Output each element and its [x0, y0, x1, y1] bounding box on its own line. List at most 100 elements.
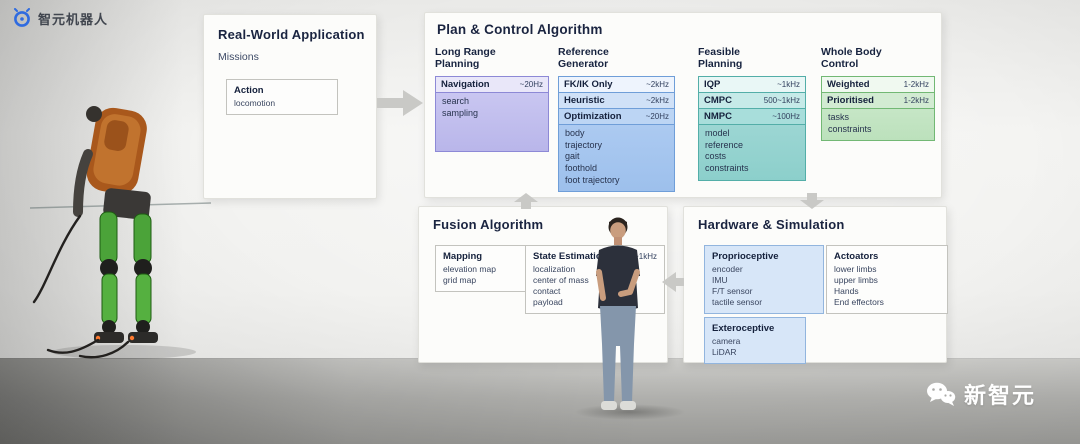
robot-figure [28, 96, 213, 367]
block-navigation: Navigation ~20Hz search sampling [435, 76, 549, 152]
missions-label: Missions [218, 51, 259, 63]
block-cmpc: CMPC 500~1kHz [698, 92, 806, 109]
block-weighted: Weighted 1-2kHz [821, 76, 935, 93]
state-estimation-rate: ~1kHz [634, 252, 657, 261]
block-item: tasks [828, 112, 850, 122]
state-estimation-box: State Estimation ~1kHz localization cent… [525, 245, 665, 315]
block-fkik: FK/IK Only ~2kHz [558, 76, 675, 93]
block-optimization-header: Optimization ~20Hz [558, 108, 675, 125]
block-rate: ~1kHz [777, 80, 800, 89]
block-rate: 1-2kHz [903, 80, 929, 89]
proprioceptive-item: F/T sensor [712, 286, 753, 297]
block-item: constraints [705, 163, 749, 174]
block-rate: ~100Hz [772, 112, 800, 121]
panel-title: Hardware & Simulation [698, 217, 845, 232]
stage-floor [0, 358, 1080, 444]
block-rate: 1-2kHz [903, 96, 929, 105]
proprioceptive-title: Proprioceptive [712, 251, 779, 262]
watermark-text: 新智元 [964, 383, 1037, 408]
block-body: body trajectory gait foothold foot traje… [558, 124, 675, 193]
block-item: gait [565, 151, 580, 162]
actuators-item: upper limbs [834, 275, 878, 286]
mapping-box: Mapping elevation map grid map [435, 245, 537, 293]
exteroceptive-title: Exteroceptive [712, 323, 775, 334]
block-name: Prioritised [827, 95, 874, 106]
exteroceptive-item: LiDAR [712, 347, 737, 358]
block-whole-body-control: Weighted 1-2kHz Prioritised 1-2kHz tasks… [821, 76, 935, 142]
action-item: locomotion [234, 98, 276, 108]
block-iqp: IQP ~1kHz [698, 76, 806, 93]
actuators-title: Actoators [834, 251, 879, 262]
block-body: tasks constraints [821, 108, 935, 142]
state-estimation-item: contact [533, 286, 561, 297]
arrow-right-icon [377, 90, 423, 121]
block-item: sampling [442, 107, 479, 118]
arrow-down-icon [800, 193, 824, 214]
action-box: Action locomotion [226, 79, 338, 116]
block-item: body [565, 128, 585, 138]
state-estimation-item: payload [533, 297, 563, 308]
block-item: constraints [828, 123, 872, 134]
panel-title: Plan & Control Algorithm [437, 22, 603, 37]
exteroceptive-item: camera [712, 336, 741, 346]
block-nmpc-header: NMPC ~100Hz [698, 108, 806, 125]
block-item: reference [705, 139, 744, 150]
block-name: CMPC [704, 95, 732, 106]
block-item: foot trajectory [565, 174, 620, 185]
block-header: Navigation ~20Hz [435, 76, 549, 93]
proprioceptive-item: tactile sensor [712, 297, 763, 308]
block-item: model [705, 128, 730, 138]
block-name: FK/IK Only [564, 79, 613, 90]
actuators-item: End effectors [834, 297, 884, 308]
column-label-feasible-planning: Feasible Planning [698, 46, 743, 71]
presenter [572, 214, 668, 423]
block-item: costs [705, 151, 727, 162]
state-estimation-item: center of mass [533, 275, 589, 286]
panel-title: Real-World Application [218, 27, 365, 42]
agibot-logo-text: 智元机器人 [38, 11, 109, 27]
block-item: search [442, 96, 470, 106]
block-rate: ~2kHz [646, 80, 669, 89]
watermark: 新智元 [926, 378, 1036, 410]
column-label-long-range-planning: Long Range Planning [435, 46, 496, 71]
action-title: Action [234, 85, 264, 96]
block-prioritised-header: Prioritised 1-2kHz [821, 92, 935, 109]
agibot-logo: 智元机器人 [12, 8, 108, 28]
panel-title: Fusion Algorithm [433, 217, 544, 232]
state-estimation-header: State Estimation ~1kHz [533, 251, 657, 262]
actuators-item: lower limbs [834, 264, 877, 274]
presenter-graphic [596, 217, 640, 410]
block-feasible-planning: IQP ~1kHz CMPC 500~1kHz NMPC ~100Hz mode… [698, 76, 806, 181]
block-body: search sampling [435, 92, 549, 152]
block-name: Optimization [564, 111, 622, 122]
actuators-item: Hands [834, 286, 859, 297]
block-rate: 500~1kHz [763, 96, 800, 105]
panel-hardware-simulation: Hardware & Simulation Proprioceptive enc… [683, 206, 948, 365]
exteroceptive-box: Exteroceptive camera LiDAR [704, 317, 806, 365]
state-estimation-item: localization [533, 264, 576, 274]
mapping-item: elevation map [443, 264, 496, 274]
block-name: Navigation [441, 79, 490, 90]
panel-real-world-application: Real-World Application Missions Action l… [203, 14, 377, 199]
block-heuristic: Heuristic ~2kHz [558, 92, 675, 109]
proprioceptive-item: encoder [712, 264, 743, 274]
proprioceptive-item: IMU [712, 275, 728, 286]
block-reference-generator: FK/IK Only ~2kHz Heuristic ~2kHz Optimiz… [558, 76, 675, 193]
agibot-logo-icon [14, 8, 30, 27]
actuators-box: Actoators lower limbs upper limbs Hands … [826, 245, 948, 315]
arrow-left-icon [662, 270, 684, 299]
block-rate: ~20Hz [519, 80, 543, 89]
block-body: model reference costs constraints [698, 124, 806, 181]
arrow-up-icon [514, 193, 538, 214]
floor-shadow [0, 358, 1080, 444]
proprioceptive-box: Proprioceptive encoder IMU F/T sensor ta… [704, 245, 824, 315]
column-label-reference-generator: Reference Generator [558, 46, 609, 71]
block-item: foothold [565, 163, 598, 174]
block-item: trajectory [565, 139, 603, 150]
mapping-item: grid map [443, 275, 477, 286]
mapping-title: Mapping [443, 251, 483, 262]
block-rate: ~20Hz [645, 112, 669, 121]
state-estimation-title: State Estimation [533, 251, 608, 262]
block-rate: ~2kHz [646, 96, 669, 105]
